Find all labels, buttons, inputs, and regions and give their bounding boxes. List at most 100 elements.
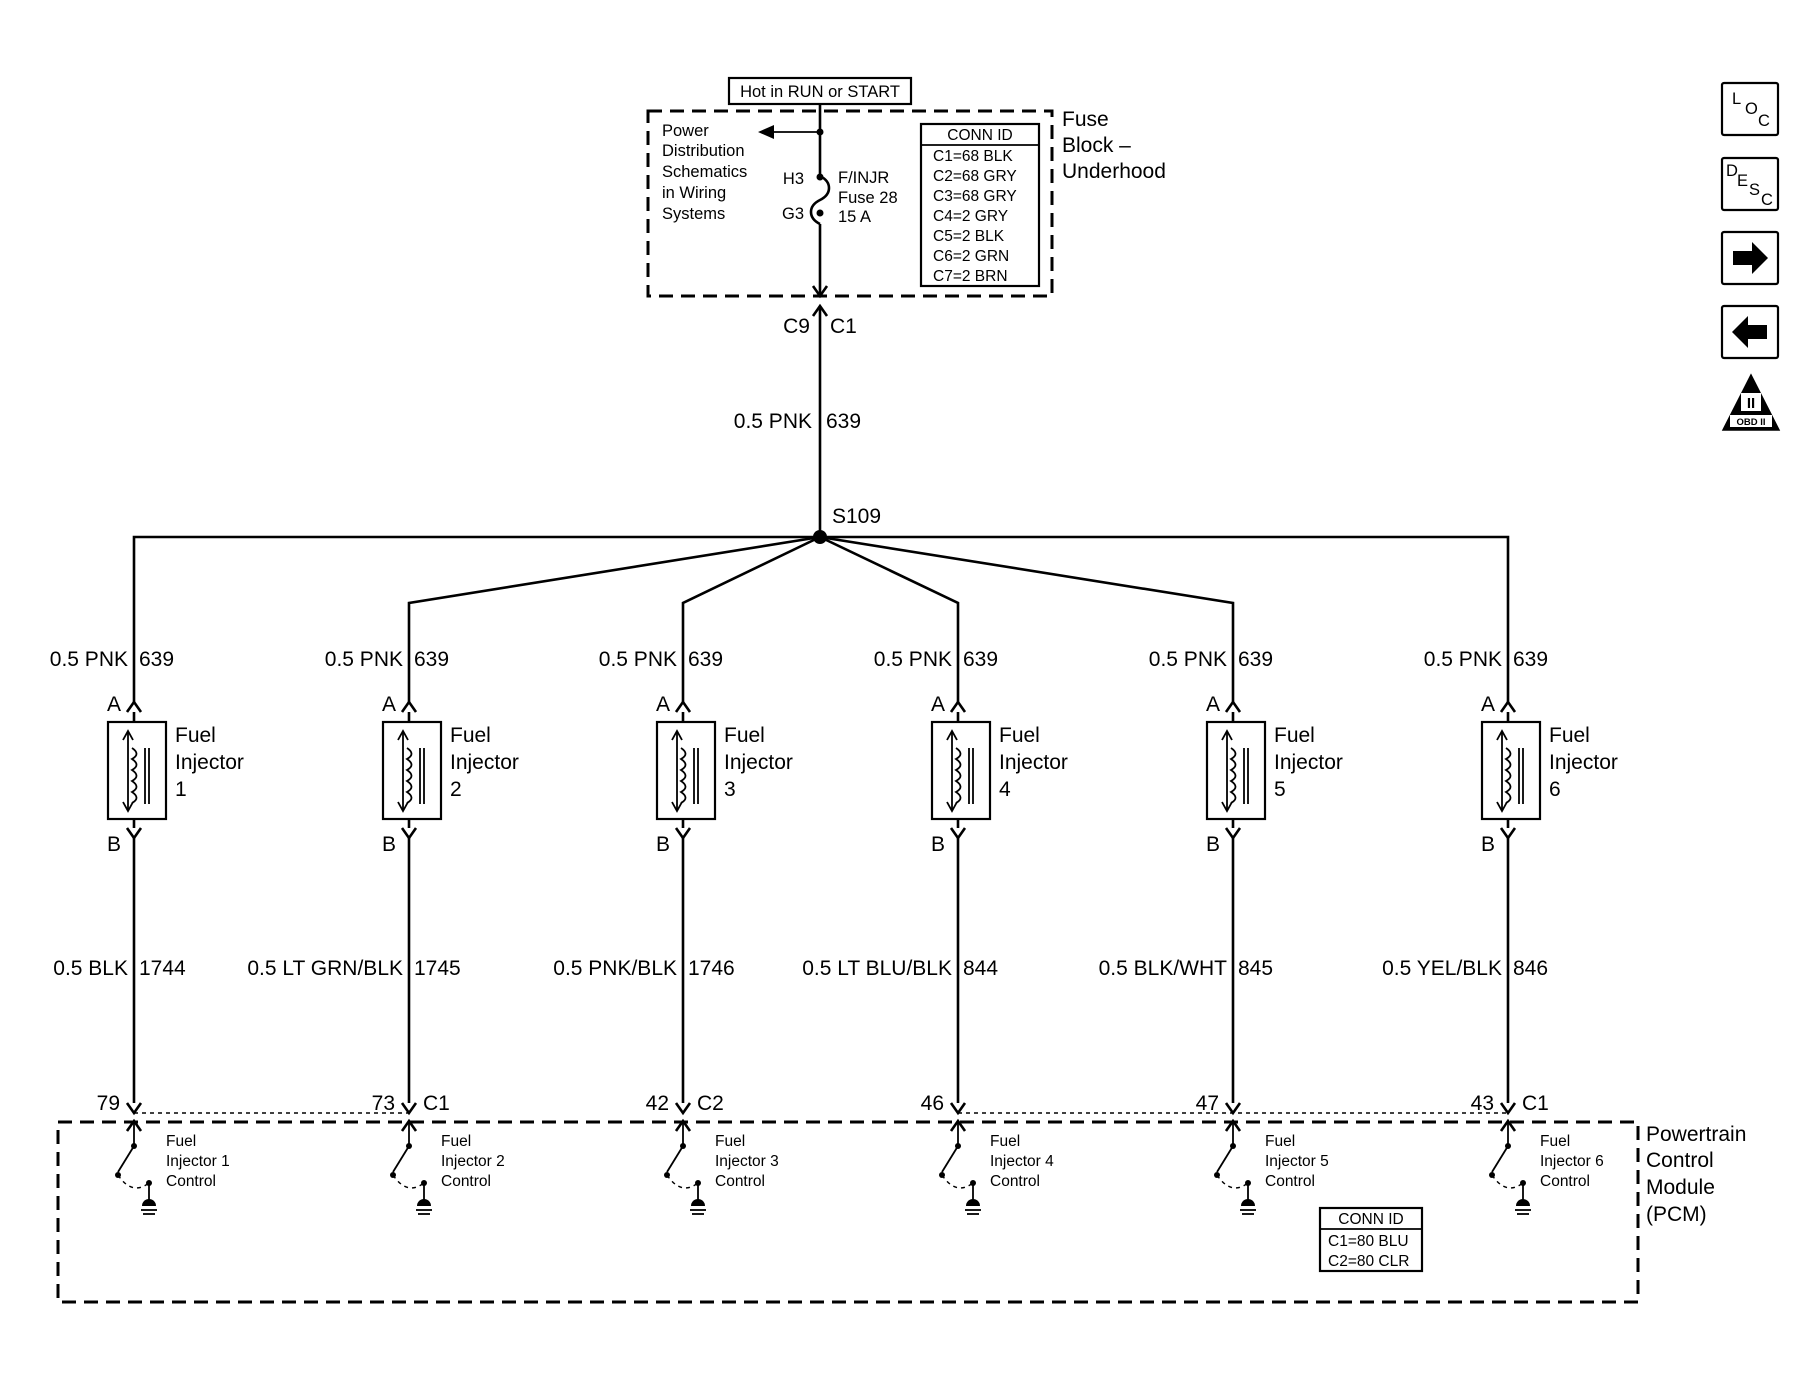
svg-text:C: C [1761, 191, 1773, 209]
main-wire-circuit: 639 [826, 410, 861, 433]
fuel-injector-6 [1480, 720, 1542, 821]
solenoid-coil-icon [405, 747, 413, 804]
injector-pin-b: B [656, 833, 670, 856]
ground-icon [142, 1199, 156, 1206]
control-wire-color: 0.5 BLK/WHT [1099, 957, 1228, 980]
control-wire-circuit: 1745 [414, 957, 461, 980]
svg-text:C1=80 BLU C2=80 CLR: C1=80 BLU C2=80 CLR [1328, 1233, 1413, 1270]
ground-icon [691, 1199, 705, 1206]
svg-text:CONN ID: CONN ID [947, 127, 1012, 144]
desc-icon [1720, 156, 1780, 212]
arrow-left-icon [1732, 316, 1767, 348]
supply-wire-circuit: 639 [1513, 648, 1548, 671]
svg-text:O: O [1745, 100, 1758, 118]
supply-wire-color: 0.5 PNK [1424, 648, 1502, 671]
pcm-driver-switch-icon [1214, 1121, 1256, 1215]
fuse-icon [809, 174, 831, 226]
pcm-connector-id: C1 [1522, 1092, 1549, 1115]
injector-pin-b: B [931, 833, 945, 856]
pcm-pin-number: 43 [1471, 1092, 1494, 1115]
previous-page-button[interactable] [1720, 304, 1780, 360]
control-wire-circuit: 846 [1513, 957, 1548, 980]
injector-pin-a: A [1481, 693, 1495, 716]
fuel-injector-3 [655, 720, 717, 821]
power-distribution-reference: Power Distribution Schematics in Wiring … [662, 122, 752, 223]
fuse-block-underhood: Hot in RUN or START Fuse Block – Underho… [646, 76, 1166, 299]
fuel-injector-1 [106, 720, 168, 821]
injector-pin-a: A [1206, 693, 1220, 716]
pcm-pin-number: 46 [921, 1092, 944, 1115]
injector-pin-a: A [382, 693, 396, 716]
svg-text:CONN ID: CONN ID [1338, 1211, 1403, 1228]
supply-wire-circuit: 639 [414, 648, 449, 671]
fuel-injector-2 [381, 720, 443, 821]
reference-arrow-icon [758, 125, 774, 139]
svg-text:OBD II: OBD II [1736, 417, 1765, 428]
arrow-right-icon [1733, 242, 1768, 274]
control-wire-circuit: 845 [1238, 957, 1273, 980]
pcm-pin-number: 47 [1196, 1092, 1219, 1115]
description-button[interactable]: D E S C [1720, 156, 1780, 212]
power-source-label: Hot in RUN or START [740, 83, 900, 101]
main-wire-color: 0.5 PNK [734, 410, 812, 433]
solenoid-coil-icon [679, 747, 687, 804]
navigation-panel: L O C D E S C II OBD II [1720, 81, 1781, 431]
location-button[interactable]: L O C [1720, 81, 1780, 137]
control-wire-circuit: 1744 [139, 957, 186, 980]
supply-wire-color: 0.5 PNK [1149, 648, 1227, 671]
pcm-connector-id: C2 [697, 1092, 724, 1115]
main-conn-left: C9 [783, 315, 810, 338]
next-page-button[interactable] [1720, 230, 1780, 286]
solenoid-coil-icon [1504, 747, 1512, 804]
pcm-driver-switch-icon [115, 1121, 157, 1215]
injector-pin-b: B [1481, 833, 1495, 856]
ground-icon [417, 1199, 431, 1206]
fuel-injector-5 [1205, 720, 1267, 821]
injector-pin-b: B [107, 833, 121, 856]
ground-icon [1516, 1199, 1530, 1206]
pcm-name: Powertrain Control Module (PCM) [1646, 1123, 1752, 1226]
solenoid-coil-icon [130, 747, 138, 804]
pcm-pin-number: 73 [372, 1092, 395, 1115]
svg-text:S: S [1749, 181, 1760, 199]
control-wire-color: 0.5 YEL/BLK [1382, 957, 1502, 980]
svg-text:C: C [1758, 112, 1770, 130]
ground-icon [966, 1199, 980, 1206]
control-wire-color: 0.5 LT BLU/BLK [802, 957, 952, 980]
obd-ii-button[interactable]: II OBD II [1721, 373, 1781, 431]
pcm-driver-switch-icon [939, 1121, 981, 1215]
pcm-pin-number: 42 [646, 1092, 669, 1115]
ground-icon [1241, 1199, 1255, 1206]
svg-text:D: D [1726, 162, 1738, 180]
pcm-driver-switch-icon [390, 1121, 432, 1215]
control-wire-color: 0.5 PNK/BLK [553, 957, 677, 980]
svg-text:E: E [1737, 172, 1748, 190]
solenoid-coil-icon [954, 747, 962, 804]
main-feed-wire: C9 C1 0.5 PNK 639 S109 [734, 303, 881, 544]
main-conn-right: C1 [830, 315, 857, 338]
splice-fanout [132, 535, 1510, 702]
svg-text:II: II [1747, 395, 1755, 412]
injector-pin-b: B [1206, 833, 1220, 856]
fuse-block-name: Fuse Block – Underhood [1062, 108, 1166, 183]
pcm-pin-number: 79 [97, 1092, 120, 1115]
splice-label: S109 [832, 505, 881, 528]
injector-pin-b: B [382, 833, 396, 856]
supply-wire-color: 0.5 PNK [325, 648, 403, 671]
fuse-block-outline [646, 109, 1054, 298]
